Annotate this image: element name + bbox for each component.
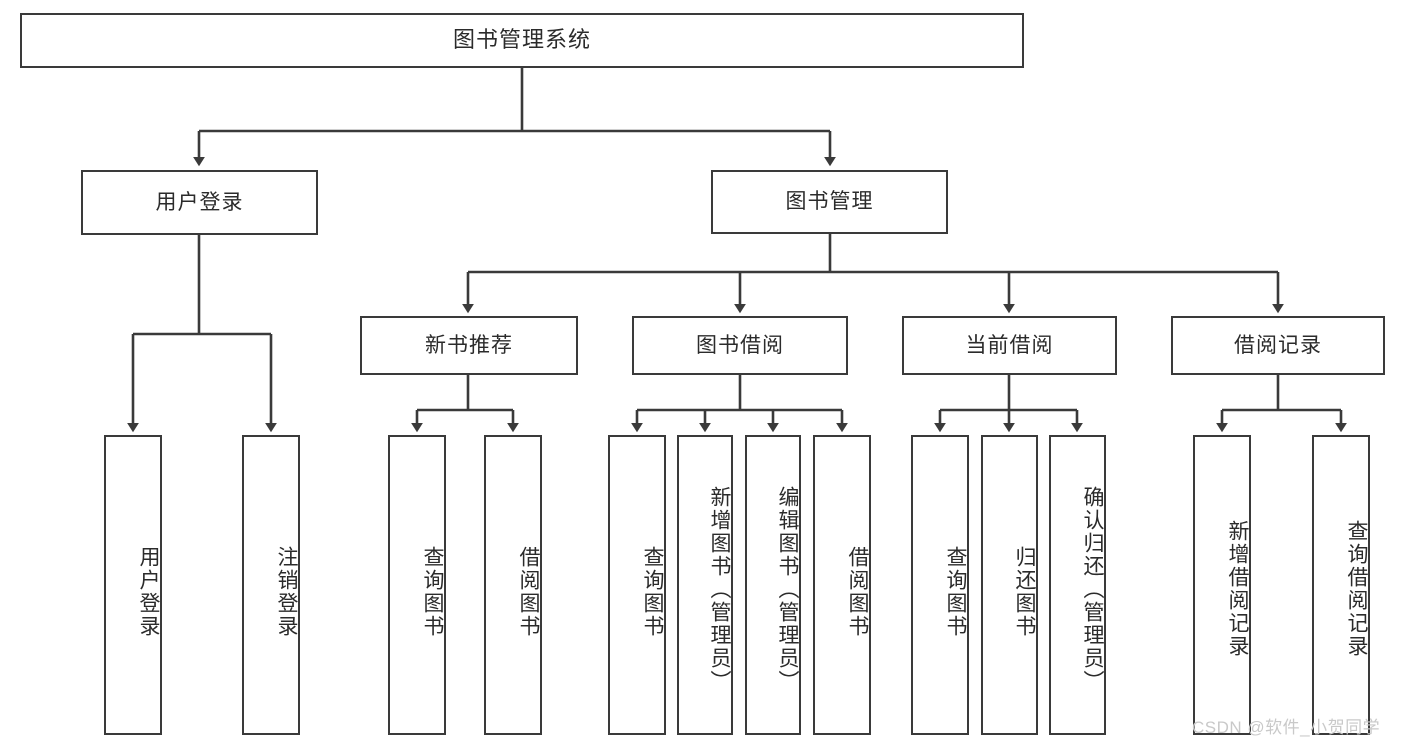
leaf-add-borrow-record[interactable]: 新增借阅记录 — [1193, 435, 1251, 735]
leaf-query-book-current[interactable]: 查询图书 — [911, 435, 969, 735]
node-root-system[interactable]: 图书管理系统 — [20, 13, 1024, 68]
node-new-book-recommend[interactable]: 新书推荐 — [360, 316, 578, 375]
csdn-watermark: CSDN @软件_小贺同学 — [1192, 718, 1381, 737]
leaf-return-book[interactable]: 归还图书 — [981, 435, 1038, 735]
leaf-borrow-book-borrow[interactable]: 借阅图书 — [813, 435, 871, 735]
leaf-query-borrow-record[interactable]: 查询借阅记录 — [1312, 435, 1370, 735]
leaf-confirm-return-admin[interactable]: 确认归还（管理员） — [1049, 435, 1106, 735]
node-book-borrow[interactable]: 图书借阅 — [632, 316, 848, 375]
node-borrow-record[interactable]: 借阅记录 — [1171, 316, 1385, 375]
leaf-query-book-recommend[interactable]: 查询图书 — [388, 435, 446, 735]
node-book-manage[interactable]: 图书管理 — [711, 170, 948, 234]
leaf-query-book-borrow[interactable]: 查询图书 — [608, 435, 666, 735]
leaf-user-login[interactable]: 用户登录 — [104, 435, 162, 735]
leaf-edit-book-admin[interactable]: 编辑图书（管理员） — [745, 435, 801, 735]
leaf-add-book-admin[interactable]: 新增图书（管理员） — [677, 435, 733, 735]
node-current-borrow[interactable]: 当前借阅 — [902, 316, 1117, 375]
node-user-login[interactable]: 用户登录 — [81, 170, 318, 235]
leaf-borrow-book-recommend[interactable]: 借阅图书 — [484, 435, 542, 735]
leaf-user-logout[interactable]: 注销登录 — [242, 435, 300, 735]
